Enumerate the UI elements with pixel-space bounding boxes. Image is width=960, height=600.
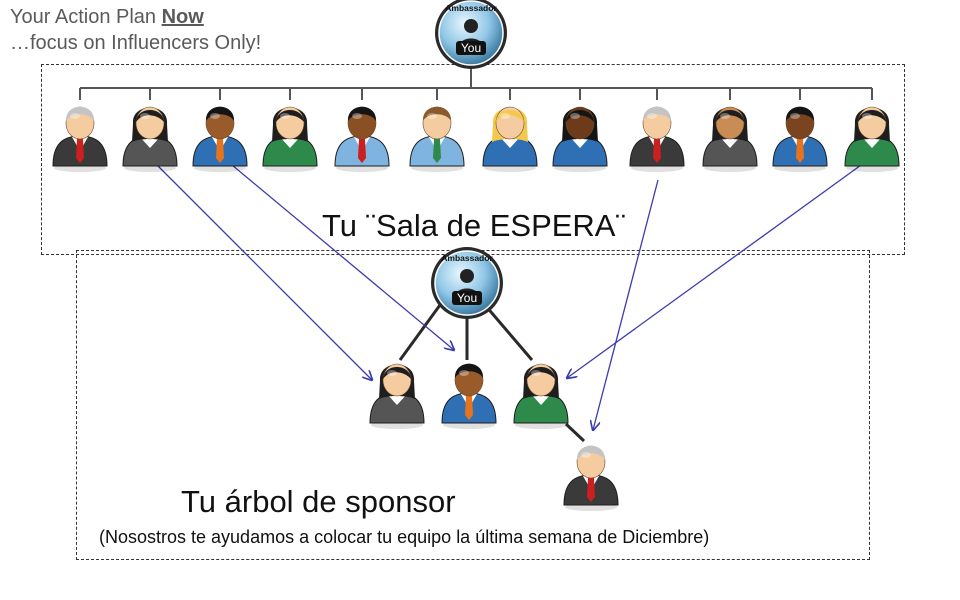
badge-label: You (457, 291, 477, 305)
tree-person (513, 363, 569, 429)
waiting-person (482, 106, 538, 172)
placement-arrow (225, 159, 454, 350)
waiting-person (52, 106, 108, 172)
sponsor-tree-label: Tu árbol de sponsor (181, 484, 456, 519)
header-prefix: Your Action Plan (10, 6, 162, 28)
slide-header: Your Action Plan Now …focus on Influence… (10, 4, 261, 56)
header-line-2: …focus on Influencers Only! (10, 32, 262, 54)
waiting-person (772, 106, 828, 172)
waiting-person (629, 106, 685, 172)
placement-arrow (151, 159, 372, 380)
waiting-person (122, 106, 178, 172)
placement-arrow (593, 179, 659, 430)
waiting-room-label: Tu ¨Sala de ESPERA¨ (322, 208, 626, 243)
sponsor-tree-note: (Nosostros te ayudamos a colocar tu equi… (99, 527, 710, 547)
tree-branch (564, 422, 586, 443)
tree-person (441, 363, 497, 429)
waiting-person (844, 106, 900, 172)
waiting-person (702, 106, 758, 172)
waiting-person (192, 106, 248, 172)
badge-title: Ambassador (441, 253, 493, 263)
waiting-person (262, 106, 318, 172)
header-emphasis: Now (161, 6, 204, 28)
badge-label: You (461, 41, 481, 55)
header-line-1: Your Action Plan Now (10, 4, 261, 30)
waiting-person (334, 106, 390, 172)
tree-branch (483, 304, 534, 361)
badge-title: Ambassador (445, 3, 497, 13)
tree-person (563, 445, 619, 511)
waiting-person (552, 106, 608, 172)
placement-arrow (567, 159, 869, 378)
waiting-person (409, 106, 465, 172)
tree-person (369, 363, 425, 429)
tree-branch (398, 304, 442, 361)
